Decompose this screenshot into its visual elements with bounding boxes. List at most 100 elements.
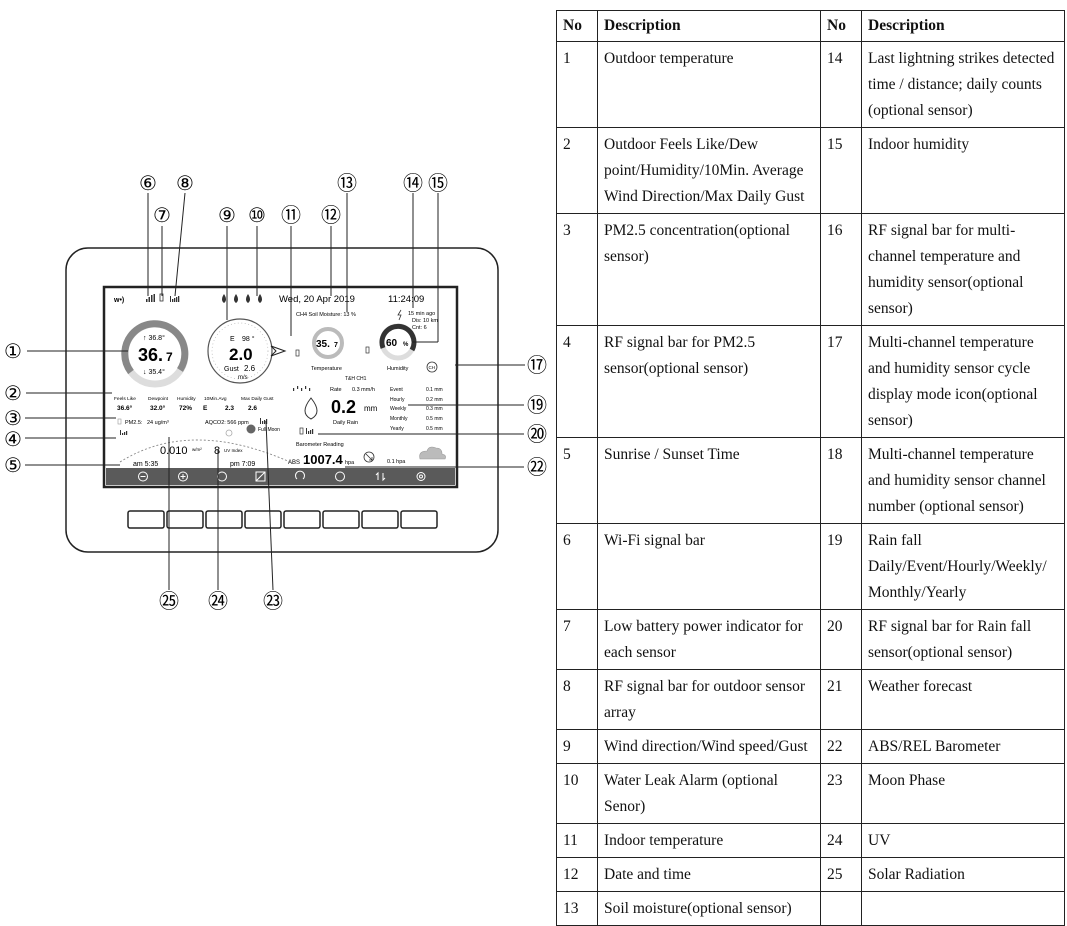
device-screen: [102, 285, 459, 489]
trend-icon: [363, 451, 375, 463]
drop-icon: [246, 294, 250, 303]
solar-value: 0.010: [160, 445, 188, 457]
wind-unit: m/s: [238, 375, 248, 381]
callout-9: ⑨: [218, 205, 236, 227]
humidity-label: Humidity: [387, 366, 409, 372]
drop-icon: [234, 294, 238, 303]
screen-toolbar: [106, 468, 455, 485]
callouts: ① ② ③ ④ ⑤ ⑥ ⑦ ⑧ ⑨ ⑩ ⑪ ⑫ ⑬ ⑭ ⑮ ⑰ ⑲ ⑳ ㉒ ㉓ …: [4, 172, 547, 613]
callout-11: ⑪: [281, 204, 301, 227]
row-description: RF signal bar for outdoor sensor array: [597, 669, 821, 730]
brightness-icon[interactable]: [255, 471, 266, 482]
avg-dir-value: E: [203, 405, 208, 412]
outdoor-stats: Feels Like Dewpoint Humidity 10Min.Avg M…: [114, 396, 274, 402]
row-description: RF signal bar for PM2.5 sensor(optional …: [597, 325, 821, 438]
rain-row-value: 0.1 mm: [426, 387, 443, 393]
row-no: 1: [556, 41, 598, 128]
moon-phase: Full Moon: [258, 427, 280, 433]
avg-label: 10Min.Avg: [204, 396, 227, 402]
channel-icon[interactable]: [335, 471, 345, 482]
row-description: Moon Phase: [861, 763, 1065, 824]
callout-20: ⑳: [527, 423, 547, 446]
row-description: Wi-Fi signal bar: [597, 523, 821, 610]
rain-row-label: Event: [390, 387, 403, 393]
row-no: 8: [556, 669, 598, 730]
weather-station-diagram: w•) Wed, 20 Apr 2019 11:24:09 CH4 Soil M…: [4, 172, 547, 613]
row-description: Wind direction/Wind speed/Gust: [597, 729, 821, 764]
leader-lines: [25, 192, 525, 591]
row-no: 12: [556, 857, 598, 892]
callout-13: ⑬: [337, 172, 357, 195]
row-description: Weather forecast: [861, 669, 1065, 730]
hardware-button-6[interactable]: [322, 510, 360, 529]
row-description: Multi-channel temperature and humidity s…: [861, 325, 1065, 438]
row-description: ABS/REL Barometer: [861, 729, 1065, 764]
daily-rain-label: Daily Rain: [333, 420, 358, 426]
row-no: 23: [820, 763, 862, 824]
minus-icon[interactable]: [138, 471, 148, 482]
rain-row-value: 0.5 mm: [426, 416, 443, 422]
row-no: 24: [820, 823, 862, 858]
refresh-icon[interactable]: [295, 470, 305, 480]
row-description: Last lightning strikes detected time / d…: [861, 41, 1065, 128]
header-no: No: [556, 10, 598, 42]
hardware-button-3[interactable]: [205, 510, 243, 529]
wind-arrow-icon: [270, 345, 287, 357]
screen-time: 11:24:09: [388, 294, 424, 305]
row-description: Sunrise / Sunset Time: [597, 437, 821, 524]
row-description: Outdoor temperature: [597, 41, 821, 128]
settings-icon[interactable]: [416, 472, 426, 481]
indoor-temp-ring: [312, 327, 344, 359]
callout-5: ⑤: [4, 455, 22, 477]
callout-12: ⑫: [321, 204, 341, 227]
hardware-button-7[interactable]: [361, 510, 399, 529]
row-no: 4: [556, 325, 598, 438]
lightning-distance: Dis: 10 km: [412, 318, 438, 324]
hardware-button-1[interactable]: [127, 510, 165, 529]
outdoor-temp-arc: [121, 320, 189, 375]
row-description: Multi-channel temperature and humidity s…: [861, 437, 1065, 524]
rain-row-label: Monthly: [390, 416, 408, 422]
hardware-button-4[interactable]: [244, 510, 282, 529]
wind-compass: [207, 318, 273, 384]
row-no: 22: [820, 729, 862, 764]
row-no: 21: [820, 669, 862, 730]
hardware-button-2[interactable]: [166, 510, 204, 529]
th-channel-label: T&H CH1: [345, 376, 367, 382]
plus-icon[interactable]: [178, 471, 188, 482]
callout-14: ⑭: [403, 172, 423, 195]
sunset-time: pm 7:09: [230, 461, 255, 468]
wind-speed: 2.0: [229, 345, 253, 364]
hardware-button-8[interactable]: [400, 510, 438, 529]
rf-signal-icon: [260, 418, 268, 424]
max-gust-label: Max Daily Gust: [241, 396, 274, 402]
sort-icon[interactable]: [375, 471, 386, 482]
rain-row-value: 0.2 mm: [426, 397, 443, 403]
callout-15: ⑮: [428, 172, 448, 195]
humidity-value: 60: [386, 338, 398, 349]
row-no: 6: [556, 523, 598, 610]
indoor-temp-label: Temperature: [311, 366, 342, 372]
rain-row-label: Yearly: [390, 426, 404, 432]
rf-signal-icon: [306, 428, 314, 434]
row-description: Low battery power indicator for each sen…: [597, 609, 821, 670]
callout-4: ④: [4, 429, 22, 451]
lightning-icon: [397, 309, 402, 321]
lightning-count: Cnt: 6: [412, 325, 427, 331]
battery-icon: [295, 349, 300, 357]
row-no: 10: [556, 763, 598, 824]
row-description: Outdoor Feels Like/Dew point/Humidity/10…: [597, 127, 821, 214]
gust-value: 2.6: [244, 364, 256, 373]
row-no: 19: [820, 523, 862, 610]
rain-drop-icon: [304, 397, 318, 420]
outdoor-temp: 36.: [138, 345, 163, 365]
row-no: 7: [556, 609, 598, 670]
row-description: RF signal bar for multi-channel temperat…: [861, 213, 1065, 326]
indoor-temp-decimal: 7: [334, 342, 338, 349]
hardware-button-5[interactable]: [283, 510, 321, 529]
